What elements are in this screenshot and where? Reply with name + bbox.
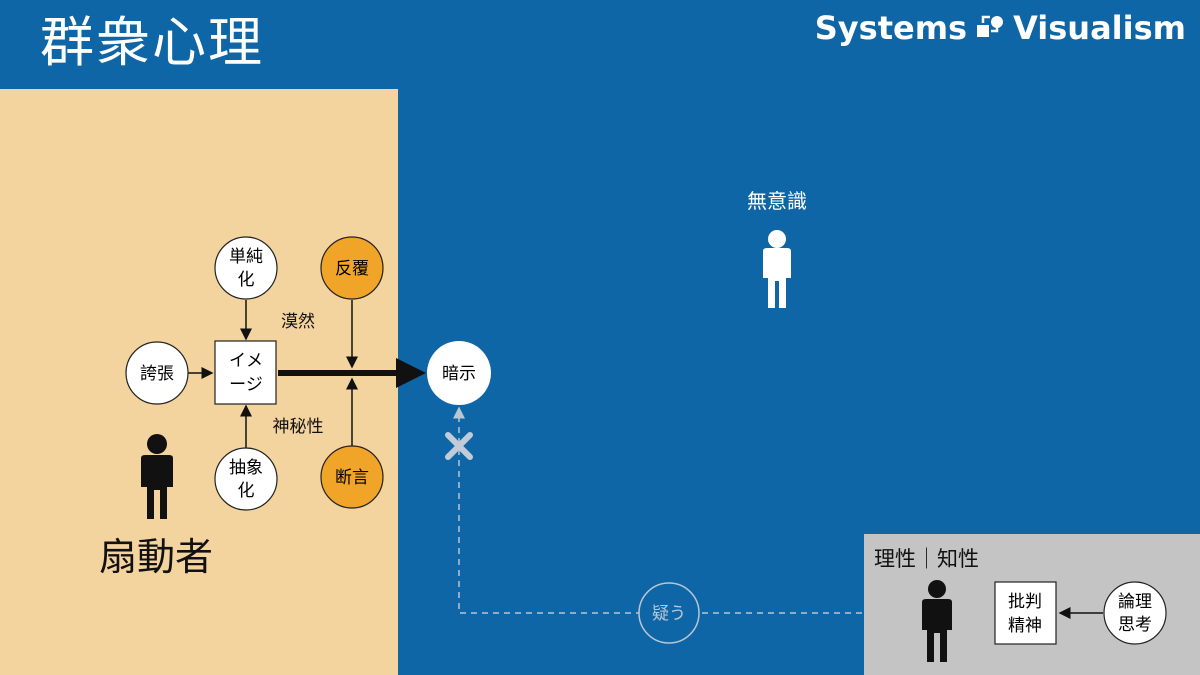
systems-loop-icon — [977, 15, 1004, 37]
svg-text:抽象: 抽象 — [229, 458, 263, 478]
svg-text:化: 化 — [238, 270, 255, 290]
node-chushoka: 抽象 化 — [214, 447, 278, 511]
svg-text:思考: 思考 — [1118, 615, 1152, 635]
label-risei: 理性｜知性 — [874, 547, 979, 571]
label-muishiki: 無意識 — [747, 189, 807, 213]
agitator-panel — [0, 89, 398, 675]
label-sendosha: 扇動者 — [99, 535, 213, 579]
svg-text:断言: 断言 — [335, 468, 369, 488]
node-dangen: 断言 — [320, 445, 384, 509]
svg-text:論理: 論理 — [1118, 592, 1152, 612]
node-image: イメ ージ — [214, 340, 277, 405]
node-hihan: 批判 精神 — [994, 581, 1057, 645]
page-title: 群衆心理 — [40, 11, 264, 74]
reasoning-person-icon — [922, 580, 952, 662]
brand-text-left: Systems — [814, 9, 968, 47]
svg-text:精神: 精神 — [1008, 616, 1042, 636]
node-hanpuku: 反覆 — [320, 236, 384, 300]
brand-text-right: Visualism — [1013, 9, 1186, 47]
svg-text:暗示: 暗示 — [442, 364, 476, 384]
svg-text:イメ: イメ — [229, 351, 263, 371]
svg-text:批判: 批判 — [1008, 592, 1042, 612]
doubt-dashed-path — [453, 406, 862, 614]
label-shinpisei: 神秘性 — [273, 417, 324, 437]
node-tanjunka: 単純 化 — [214, 236, 278, 300]
label-bakuzen: 漠然 — [281, 312, 315, 332]
node-anji: 暗示 — [427, 341, 491, 405]
svg-text:ージ: ージ — [229, 375, 263, 395]
blocked-cross-icon — [445, 432, 473, 460]
agitator-person-icon — [141, 434, 173, 519]
unconscious-person-icon — [763, 230, 791, 308]
brand-logo: Systems Visualism — [815, 8, 1186, 48]
svg-text:反覆: 反覆 — [335, 259, 369, 279]
node-ronri: 論理 思考 — [1103, 581, 1167, 645]
svg-text:単純: 単純 — [229, 247, 263, 267]
svg-text:化: 化 — [238, 481, 255, 501]
node-utagau: 疑う — [638, 582, 700, 644]
svg-text:疑う: 疑う — [652, 604, 686, 624]
svg-text:誇張: 誇張 — [140, 364, 174, 384]
node-kocho: 誇張 — [125, 341, 189, 405]
